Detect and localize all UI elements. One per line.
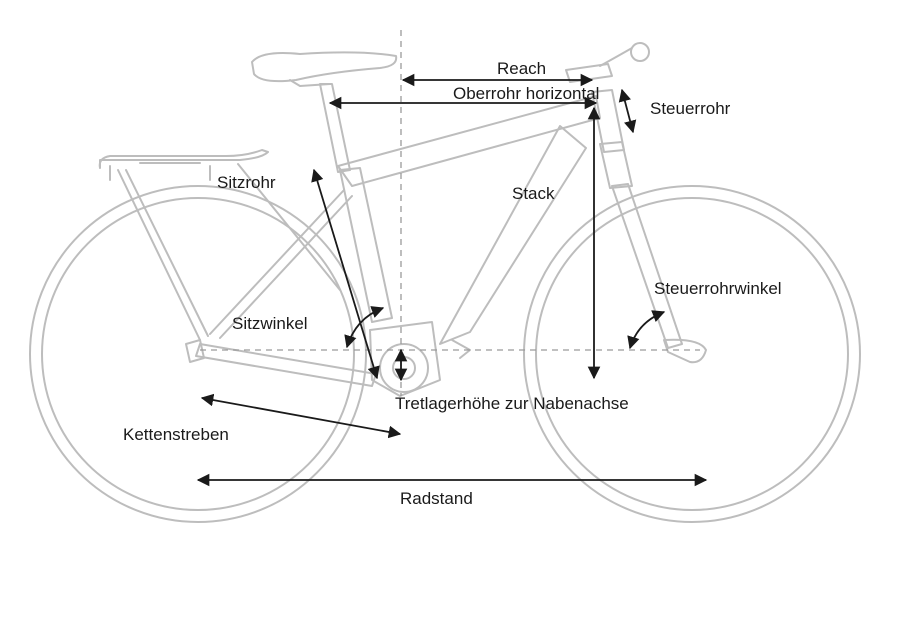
chainstay-arrow: [200, 393, 402, 439]
motor-unit: [369, 321, 441, 397]
dimension-arrows: [196, 73, 708, 487]
stem-and-handlebar: [565, 42, 650, 83]
seat-angle-arc: [344, 306, 385, 349]
seatpost: [319, 83, 351, 173]
seat-angle-label: Sitzwinkel: [232, 314, 308, 333]
fork: [599, 141, 707, 364]
head-tube-angle-arc: [627, 310, 666, 350]
top-tube-horizontal-label: Oberrohr horizontal: [453, 84, 600, 103]
frame: [185, 89, 625, 387]
head-tube-arrow: [618, 88, 637, 134]
reach-label: Reach: [497, 59, 547, 78]
saddle: [251, 51, 398, 87]
bicycle-outline: [29, 42, 861, 523]
chainstays-label: Kettenstreben: [123, 425, 229, 444]
stack-label: Stack: [512, 184, 555, 203]
bb-height-label: Tretlagerhöhe zur Nabenachse: [395, 394, 629, 413]
head-tube-angle-label: Steuerrohrwinkel: [654, 279, 782, 298]
wheelbase-label: Radstand: [400, 489, 473, 508]
seat-tube-label: Sitzrohr: [217, 173, 276, 192]
reference-lines: [200, 30, 700, 396]
head-tube-label: Steuerrohr: [650, 99, 731, 118]
front-wheel: [523, 185, 861, 523]
